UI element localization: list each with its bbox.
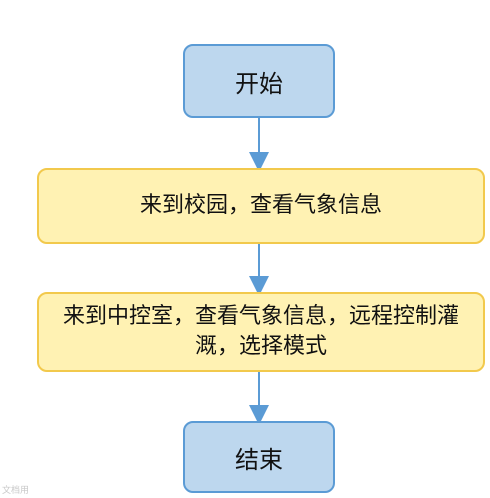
end-node: 结束 [183, 421, 335, 493]
step-visit-campus-node: 来到校园，查看气象信息 [37, 168, 485, 244]
start-node: 开始 [183, 44, 335, 118]
step-control-room-node: 来到中控室，查看气象信息，远程控制灌溉，选择模式 [37, 292, 485, 372]
watermark: 文档用 [2, 486, 30, 496]
